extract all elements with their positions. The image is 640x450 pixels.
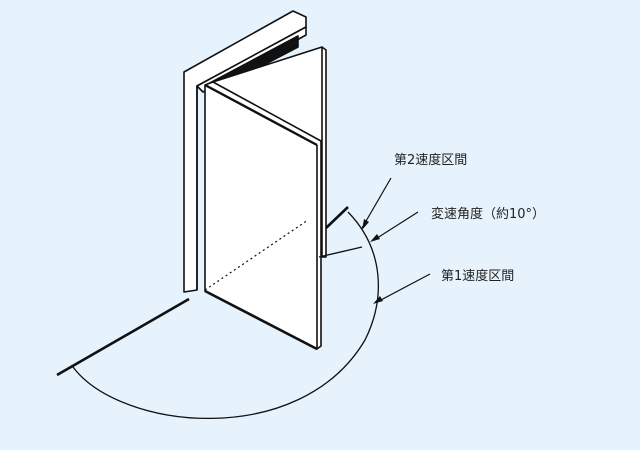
arrow-first-zone xyxy=(376,273,431,303)
arrow-shift-angle xyxy=(373,211,419,241)
swing-arc xyxy=(72,211,379,420)
open-position-line xyxy=(325,206,349,229)
door-panel xyxy=(204,81,322,351)
arrow-second-zone xyxy=(361,177,392,229)
leader-arrows xyxy=(361,177,431,303)
shift-angle-line xyxy=(318,246,363,258)
closed-position-line xyxy=(56,297,190,377)
label-first-speed-zone: 第1速度区間 xyxy=(441,269,515,284)
label-second-speed-zone: 第2速度区間 xyxy=(394,153,468,168)
label-shift-angle: 変速角度（約10°） xyxy=(431,207,546,222)
hidden-floor-line xyxy=(204,219,309,291)
